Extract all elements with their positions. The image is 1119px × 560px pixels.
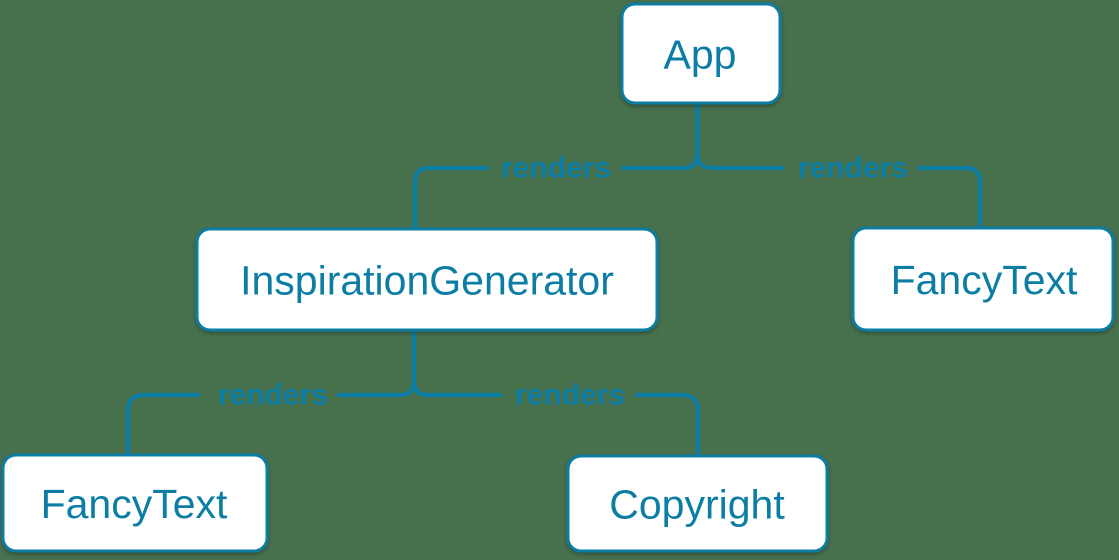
node-app-box [620, 2, 782, 105]
edge-label-renders: renders [218, 379, 328, 412]
edge-connector-line [634, 392, 701, 459]
edge-app-to-fancytext: renders [695, 151, 983, 231]
edge-app-to-inspirationgenerator: renders [412, 100, 700, 232]
node-fancy-text-bottom-left: FancyText [1, 453, 269, 553]
node-fancy-text-top-right-label: FancyText [891, 257, 1078, 303]
node-app-label: App [664, 32, 737, 78]
edge-inspirationgenerator-to-copyright: renders [411, 378, 701, 459]
node-fancy-text-top-right-box [851, 226, 1115, 332]
node-copyright-box [566, 454, 829, 553]
edge-connector-line [620, 100, 700, 171]
edge-connector-line [917, 165, 983, 231]
edge-label-renders: renders [501, 152, 611, 185]
node-copyright: Copyright [566, 454, 829, 553]
edge-inspirationgenerator-to-fancytext: renders [125, 327, 417, 458]
edge-connector-line [336, 327, 417, 398]
edge-connector-line [695, 151, 786, 171]
node-fancy-text-bottom-left-box [1, 453, 269, 553]
node-copyright-label: Copyright [609, 482, 785, 528]
node-fancy-text-top-right: FancyText [851, 226, 1115, 332]
edge-connector-line [411, 378, 503, 398]
node-inspiration-generator-label: InspirationGenerator [240, 258, 614, 304]
node-inspiration-generator: InspirationGenerator [195, 227, 659, 332]
edge-label-renders: renders [515, 379, 625, 412]
node-app: App [620, 2, 782, 105]
edge-connector-line [125, 392, 201, 458]
edge-connector-line [412, 165, 490, 232]
node-inspiration-generator-box [195, 227, 659, 332]
node-fancy-text-bottom-left-label: FancyText [41, 481, 228, 527]
edge-label-renders: renders [798, 152, 908, 185]
